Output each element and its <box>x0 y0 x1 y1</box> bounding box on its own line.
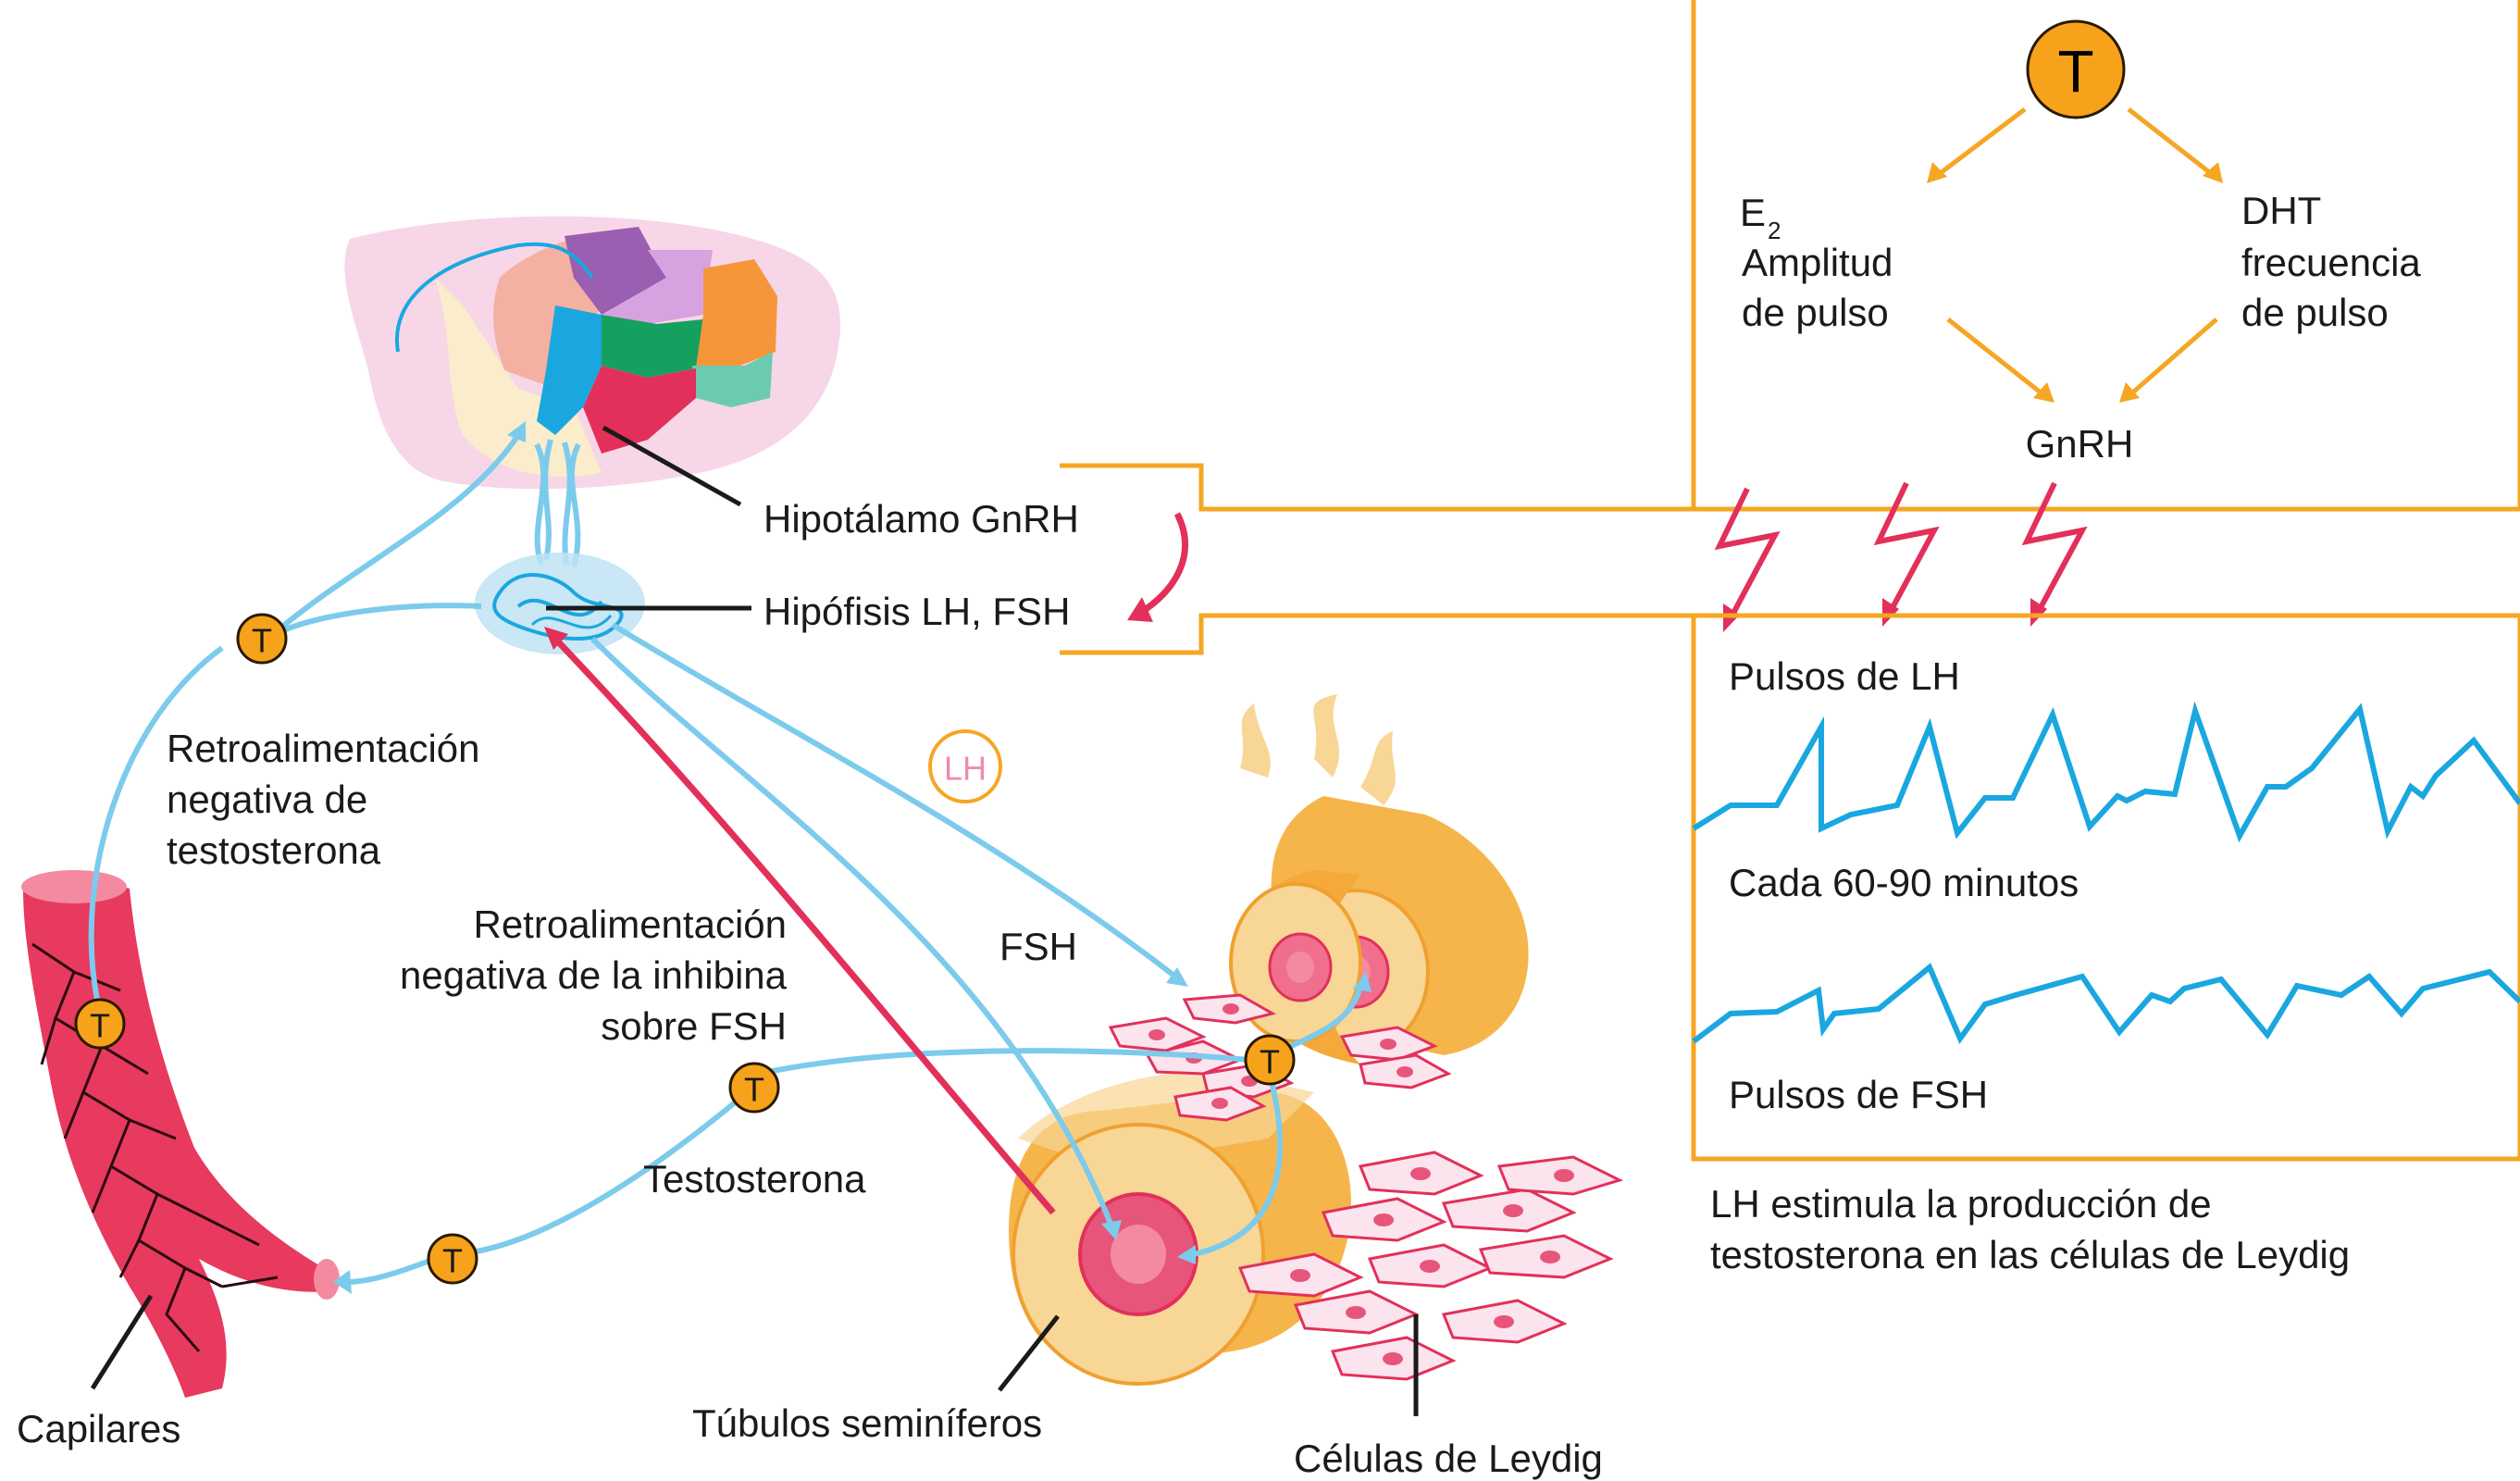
hypothalamus-leader <box>602 425 742 507</box>
pituitary-stalk <box>534 439 581 567</box>
inhibin-feedback-line-3: sobre FSH <box>601 1004 787 1048</box>
pulse-box-border <box>1691 613 2520 1162</box>
inhibin-arrowhead <box>544 627 568 650</box>
estradiol-label: E2 <box>1740 191 1781 244</box>
region-lilac <box>602 250 713 324</box>
hormone-pathways <box>88 421 1372 1294</box>
svg-text:T: T <box>1260 1043 1280 1081</box>
inhibin-feedback-line-2: negativa de la inhibina <box>400 953 788 997</box>
lh-marker: LH <box>928 729 1002 803</box>
leydig-label: Células de Leydig <box>1294 1437 1603 1480</box>
svg-text:LH: LH <box>944 750 987 788</box>
testosterone-feedback-line-2: negativa de <box>167 778 367 821</box>
feedback-arrows <box>1927 107 2223 403</box>
testis-illustration <box>1009 694 1529 1386</box>
leydig-nuclei <box>1148 1003 1574 1365</box>
frequency-label: frecuencia <box>2241 241 2421 284</box>
svg-text:T: T <box>90 1007 110 1045</box>
pituitary-label: Hipófisis LH, FSH <box>763 590 1070 633</box>
connector-bottom <box>1060 613 1694 655</box>
fsh-pulse-trace <box>1692 963 2520 1045</box>
caption-line-1: LH estimula la producción de <box>1710 1182 2212 1226</box>
lightning-bolt <box>1873 481 1940 615</box>
pulse-amplitude-label: de pulso <box>1742 291 1889 334</box>
region-purple <box>565 227 666 315</box>
feedback-box-border <box>1691 0 2520 512</box>
gnrh-label: GnRH <box>2026 422 2134 466</box>
testosterone-feedback-line-3: testosterona <box>167 828 381 872</box>
amplitude-label: Amplitud <box>1742 241 1893 284</box>
testosterone-top-marker <box>2026 19 2126 119</box>
testosterone-marker: T <box>74 998 126 1050</box>
region-blue <box>537 305 602 435</box>
svg-text:T: T <box>252 622 272 660</box>
pulse-box: Pulsos de LH Cada 60-90 minutos Pulsos d… <box>1691 613 2520 1276</box>
svg-text:T: T <box>442 1242 463 1280</box>
testosterone-marker: T <box>1244 1034 1296 1086</box>
region-teal <box>692 352 773 407</box>
gnrh-to-pituitary-arrow <box>1138 512 1189 616</box>
inhibin-feedback-arrow <box>552 636 1056 1215</box>
lh-pulse-trace <box>1692 701 2520 843</box>
svg-text:T: T <box>744 1071 764 1109</box>
capillary-vessel <box>21 870 340 1398</box>
dht-label: DHT <box>2241 189 2321 232</box>
fsh-label: FSH <box>999 925 1077 968</box>
caption-line-2: testosterona en las células de Leydig <box>1710 1233 2350 1276</box>
testosterone-label: Testosterona <box>643 1157 866 1201</box>
pulse-frequency-label: de pulso <box>2241 291 2389 334</box>
hypothalamus-label: Hipotálamo GnRH <box>763 497 1079 541</box>
testosterone-marker: T <box>728 1062 780 1114</box>
region-green <box>602 315 703 378</box>
seminiferous-leader <box>998 1314 1060 1392</box>
lightning-bolts <box>1714 481 2088 632</box>
fsh-pulses-title: Pulsos de FSH <box>1729 1073 1988 1116</box>
lh-pulses-title: Pulsos de LH <box>1729 654 1960 698</box>
pulse-interval-label: Cada 60-90 minutos <box>1729 861 2079 904</box>
connector-top <box>1060 463 1694 512</box>
region-orange <box>696 259 777 368</box>
seminiferous-label: Túbulos seminíferos <box>692 1401 1042 1445</box>
testosterone-feedback-line-1: Retroalimentación <box>167 727 480 770</box>
testosterone-top-letter: T <box>2057 38 2093 105</box>
lightning-bolt <box>2021 481 2088 615</box>
testosterone-marker: T <box>236 613 288 665</box>
testosterone-marker: T <box>427 1233 478 1285</box>
capillaries-leader <box>90 1294 154 1390</box>
capillaries-label: Capilares <box>17 1407 180 1450</box>
lightning-bolt <box>1714 487 1781 620</box>
feedback-box: T E2 Amplitud de pulso DHT frecuencia de… <box>1691 0 2520 512</box>
inhibin-feedback-line-1: Retroalimentación <box>473 902 787 946</box>
hypothalamus-illustration <box>344 216 841 490</box>
